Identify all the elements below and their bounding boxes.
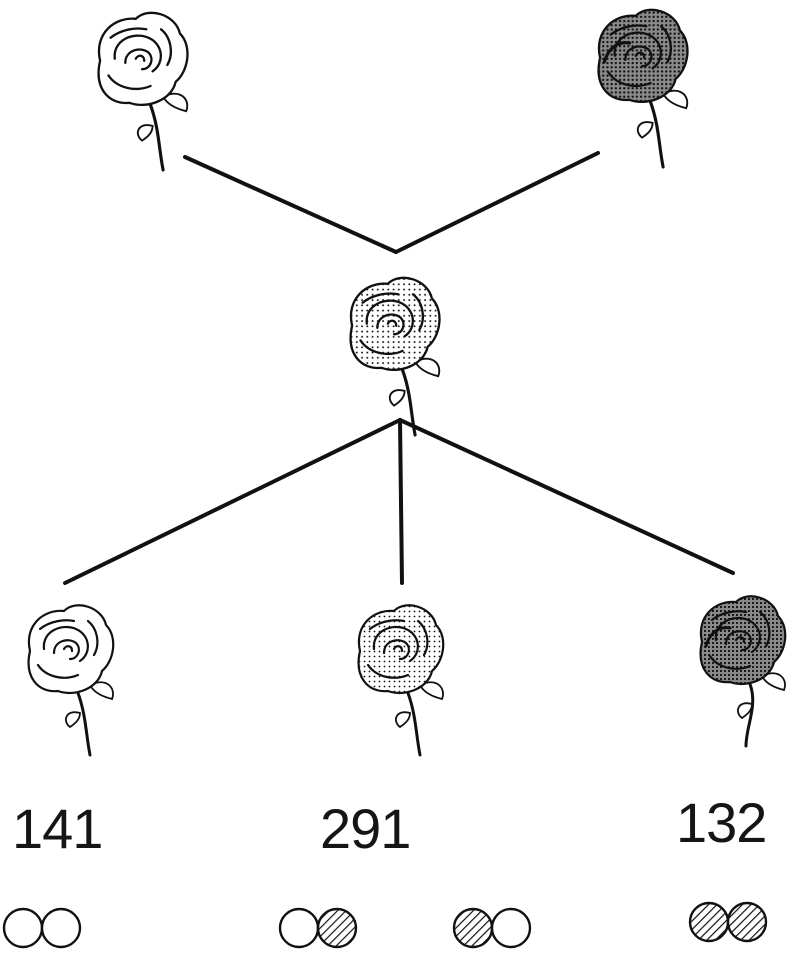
flower-petal — [124, 48, 153, 71]
flower-leaf — [737, 702, 753, 720]
flower-petal — [607, 71, 652, 87]
flower-leaf — [418, 681, 444, 701]
offspring-middle-connector — [398, 418, 404, 585]
flower-petal — [659, 25, 672, 64]
flower-stem — [648, 100, 665, 169]
cross-connectors — [63, 151, 735, 585]
flower-petal — [386, 319, 398, 327]
offspring-right-connector — [398, 418, 735, 575]
genotype-symbols — [2, 901, 768, 949]
empty-allele-circle — [2, 907, 44, 949]
flower-petal — [372, 625, 419, 663]
flower-petal — [42, 625, 89, 663]
flower-stem — [744, 682, 755, 748]
flower-leaf — [161, 92, 189, 113]
offspring-medium-count: 291 — [320, 797, 410, 860]
flower-leaf — [88, 681, 114, 701]
offspring-dark-flower — [699, 595, 787, 748]
flower-petal — [134, 54, 146, 62]
offspring-dark-count: 132 — [676, 791, 766, 854]
offspring-medium-flower — [357, 604, 445, 757]
flower-stem — [406, 691, 422, 757]
flower-petal — [392, 645, 404, 653]
flower-petal — [704, 626, 732, 648]
f1-hybrid-flower — [349, 276, 441, 437]
flower-petal — [609, 24, 648, 36]
flower-petal — [376, 313, 405, 336]
flower-petal — [109, 27, 148, 39]
flower-stem — [148, 103, 165, 172]
flower-petal — [38, 619, 76, 631]
flower-stem — [76, 691, 92, 757]
flower-petal — [708, 654, 752, 670]
flower-petal — [734, 636, 746, 644]
flower-stem — [400, 368, 417, 437]
flower-petal — [724, 630, 752, 652]
flower-leaf — [65, 711, 81, 729]
hatched-allele-circle — [688, 901, 730, 943]
flower-petal — [159, 28, 172, 67]
flower-leaf — [388, 389, 406, 407]
offspring-light-count: 141 — [12, 797, 102, 860]
flower-petal — [359, 339, 404, 355]
flower-petal — [86, 619, 99, 657]
flower-leaf — [395, 711, 411, 729]
offspring-light-flower — [27, 604, 115, 757]
hatched-allele-circle — [452, 907, 494, 949]
flower-petal — [613, 31, 662, 70]
flower-petal — [113, 34, 162, 73]
flower-petal — [602, 41, 632, 64]
flower-leaf — [413, 357, 441, 378]
flower-petal — [710, 610, 748, 622]
parent-light-flower — [97, 11, 189, 172]
hatched-allele-circle — [316, 907, 358, 949]
flower-petal — [361, 292, 400, 304]
flower-petal — [368, 619, 406, 631]
flower-petal — [382, 639, 410, 661]
flower-petal — [416, 619, 429, 657]
flower-leaf — [136, 124, 154, 142]
flower-petal — [36, 663, 80, 679]
flower-petal — [411, 293, 424, 332]
flower-petal — [624, 45, 653, 68]
flower-petal — [714, 616, 761, 654]
flower-petal — [758, 610, 771, 648]
flower-leaf — [636, 121, 654, 139]
parent-left-connector — [183, 155, 398, 254]
parent-dark-flower — [597, 8, 689, 169]
flower-petal — [107, 74, 152, 90]
flower-leaf — [760, 672, 786, 692]
empty-allele-circle — [278, 907, 320, 949]
parent-right-connector — [394, 151, 600, 254]
flower-petal — [62, 645, 74, 653]
hatched-allele-circle — [726, 901, 768, 943]
offspring-left-connector — [63, 418, 402, 585]
flower-petal — [634, 51, 646, 59]
empty-allele-circle — [490, 907, 532, 949]
flower-petal — [365, 299, 414, 338]
flower-petal — [52, 639, 80, 661]
flower-leaf — [661, 89, 689, 110]
flower-petal — [366, 663, 410, 679]
empty-allele-circle — [40, 907, 82, 949]
